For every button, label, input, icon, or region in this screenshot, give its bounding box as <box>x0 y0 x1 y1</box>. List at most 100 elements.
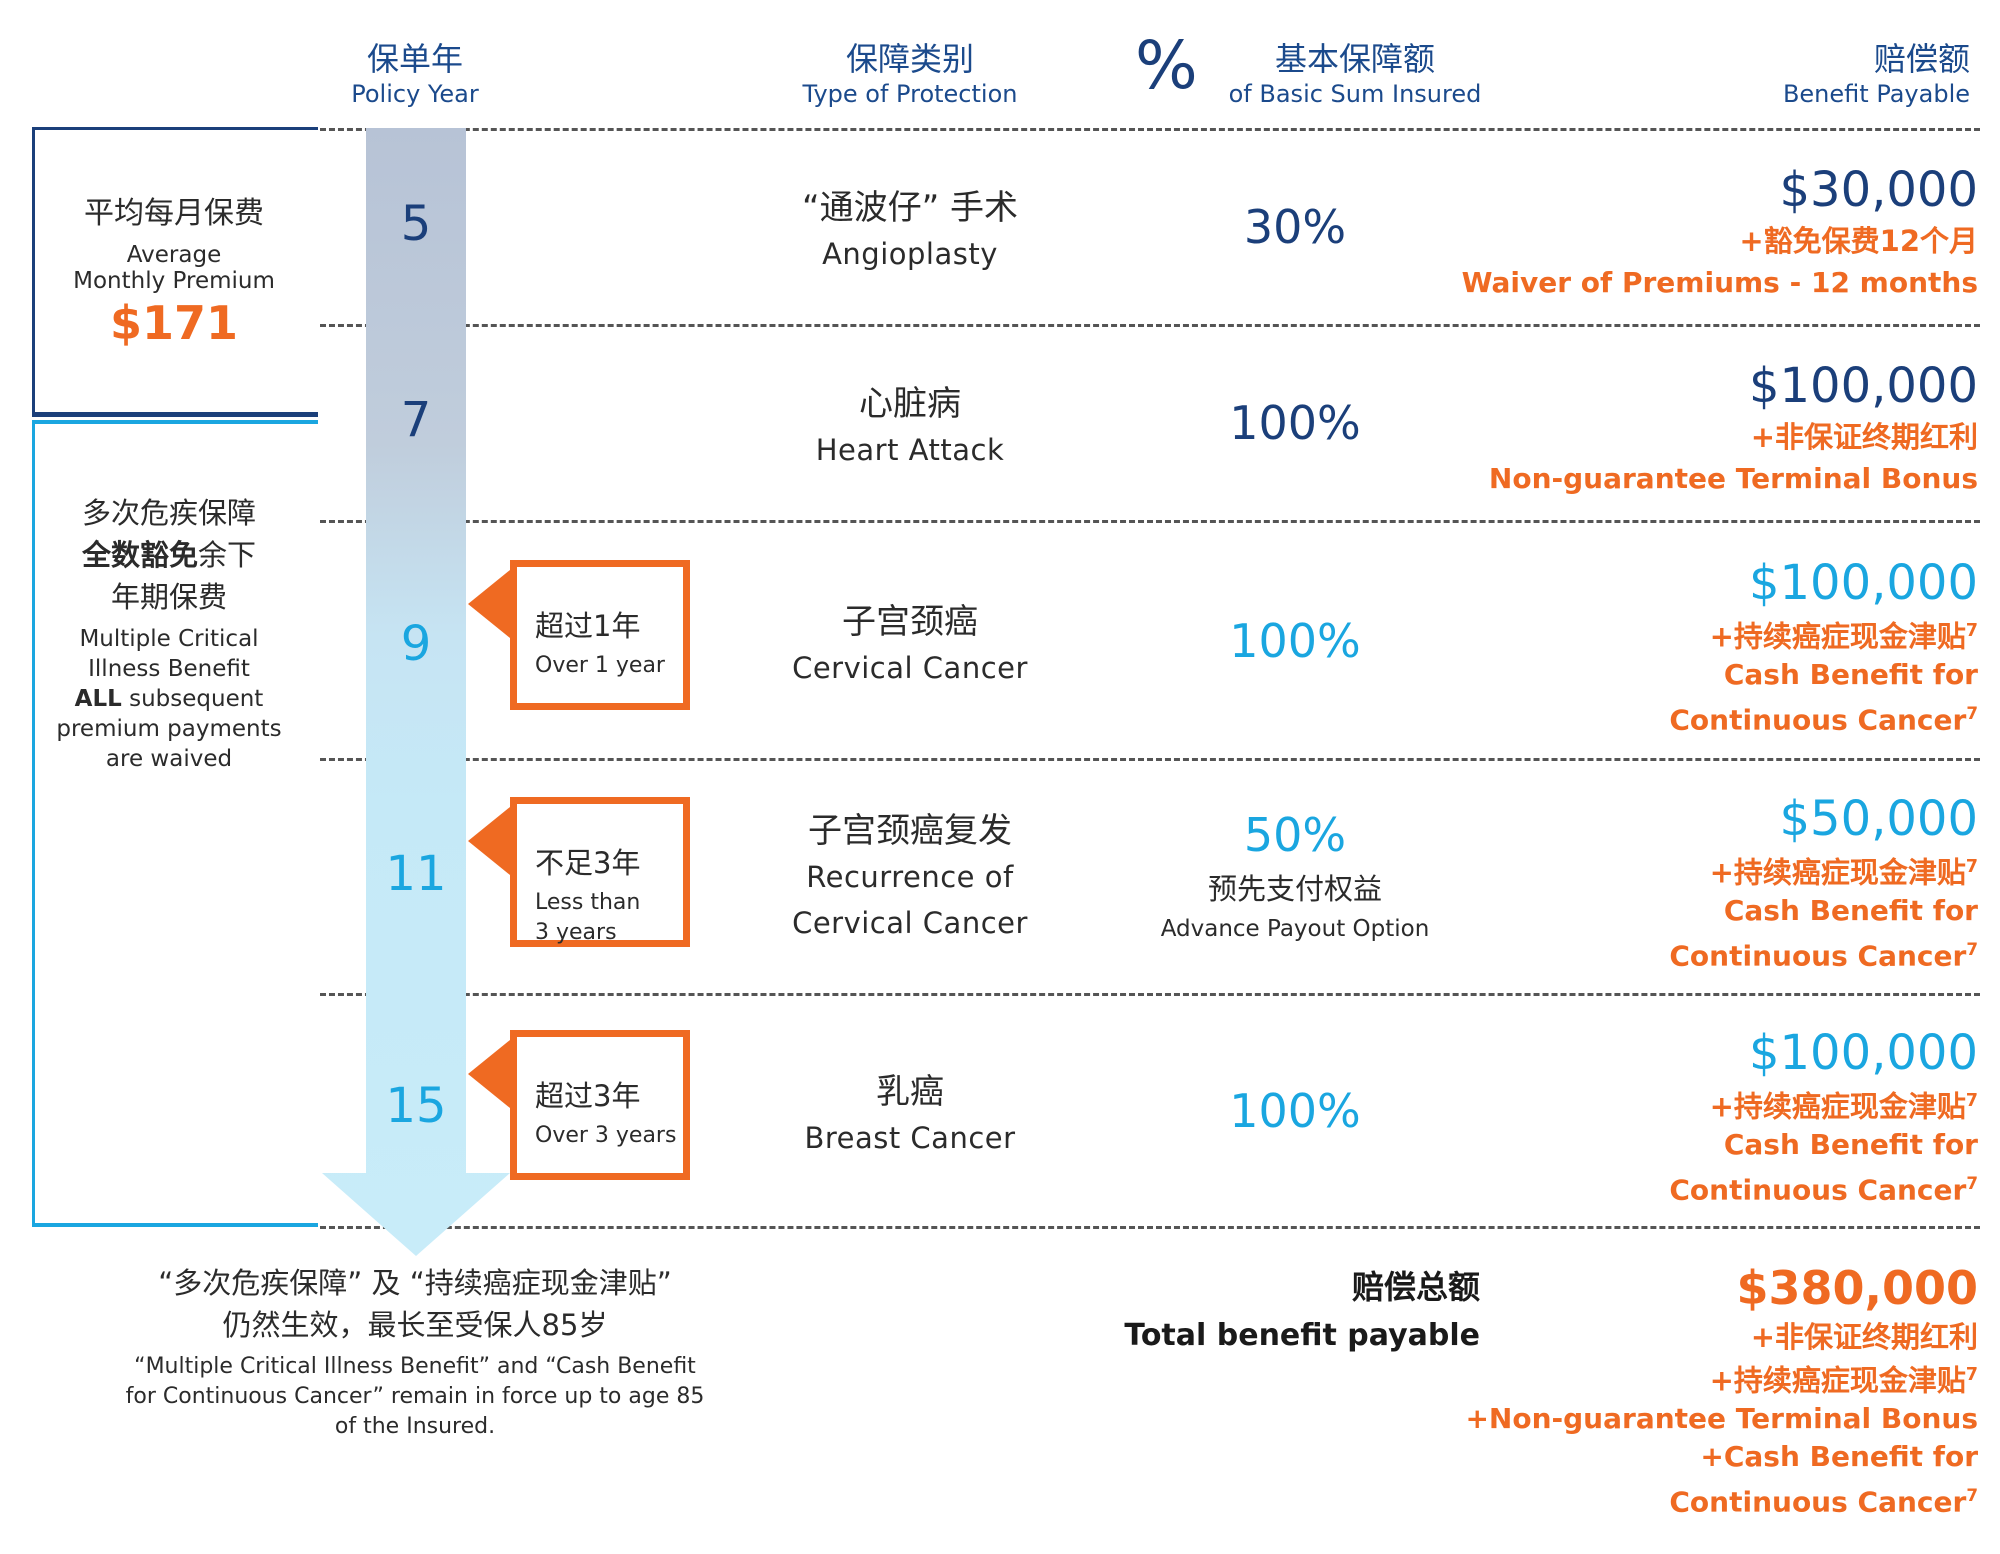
total-line-3: +Non-guarantee Terminal Bonus <box>1465 1401 1978 1435</box>
timeline-arrow <box>322 128 510 1256</box>
type-row-1: “通波仔” 手术 Angioplasty <box>740 180 1080 271</box>
separator-line <box>320 128 1980 131</box>
pct-row-1: 30% <box>1243 200 1347 254</box>
benefit-extra-sup: 7 <box>1966 702 1978 723</box>
benefit-amount: $30,000 <box>1779 162 1979 218</box>
total-benefit: $380,000 +非保证终期红利 +持续癌症现金津贴7 +Non-guaran… <box>1380 1258 1978 1521</box>
total-line-5: Continuous Cancer <box>1669 1484 1967 1518</box>
waiver-en-3: ALL subsequent <box>34 684 304 714</box>
benefit-row-4: $50,000 +持续癌症现金津贴7 Cash Benefit for Cont… <box>1380 790 1978 975</box>
benefit-row-5: $100,000 +持续癌症现金津贴7 Cash Benefit for Con… <box>1380 1024 1978 1209</box>
premium-en-1: Average <box>126 242 222 268</box>
total-line-2: +持续癌症现金津贴 <box>1709 1363 1966 1398</box>
type-en-1: Recurrence of <box>806 860 1014 894</box>
benefit-row-3: $100,000 +持续癌症现金津贴7 Cash Benefit for Con… <box>1380 554 1978 739</box>
pct-en: Advance Payout Option <box>1160 916 1430 942</box>
pct-value: 50% <box>1243 808 1347 862</box>
benefit-extra-sup: 7 <box>1966 938 1978 959</box>
premium-box <box>32 127 318 417</box>
type-row-3: 子宫颈癌 Cervical Cancer <box>740 594 1080 685</box>
percent-symbol: % <box>1135 27 1198 104</box>
header-policy-year-en: Policy Year <box>351 80 479 108</box>
header-type-en: Type of Protection <box>802 80 1018 108</box>
badge-en: Less than 3 years <box>535 888 640 948</box>
badge-zh: 超过3年 <box>535 1079 641 1113</box>
type-zh: 子宫颈癌复发 <box>808 811 1012 851</box>
year-9: 9 <box>400 616 432 672</box>
pct-row-3: 100% <box>1229 614 1361 668</box>
footnote-zh-2: 仍然生效，最长至受保人85岁 <box>222 1308 608 1342</box>
benefit-extra-en: Waiver of Premiums - 12 months <box>1461 266 1978 299</box>
waiver-zh-3: 年期保费 <box>110 580 227 614</box>
benefit-amount: $100,000 <box>1748 1025 1978 1081</box>
badge-less-than-3-years: 不足3年 Less than 3 years <box>510 797 690 947</box>
header-sum-en: of Basic Sum Insured <box>1228 80 1482 108</box>
badge-en: Over 3 years <box>535 1123 677 1148</box>
waiver-zh-1: 多次危疾保障 <box>81 496 256 530</box>
waiver-zh-2: 全数豁免余下 <box>34 534 304 576</box>
badge-en: Over 1 year <box>535 653 665 678</box>
benefit-extra-en: Non-guarantee Terminal Bonus <box>1488 462 1978 495</box>
benefit-extra-zh: +持续癌症现金津贴 <box>1709 619 1966 654</box>
waiver-en-5: are waived <box>105 746 233 772</box>
separator-line <box>320 324 1980 327</box>
header-benefit: 赔偿额 Benefit Payable <box>1650 34 1970 108</box>
type-row-4: 子宫颈癌复发 Recurrence of Cervical Cancer <box>740 808 1080 946</box>
pct-row-4: 50% 预先支付权益 Advance Payout Option <box>1130 808 1460 942</box>
pct-row-5: 100% <box>1229 1084 1361 1138</box>
type-en-2: Cervical Cancer <box>792 906 1028 940</box>
type-row-5: 乳癌 Breast Cancer <box>740 1064 1080 1155</box>
badge-en-2: 3 years <box>535 920 617 945</box>
footnote: “多次危疾保障” 及 “持续癌症现金津贴” 仍然生效，最长至受保人85岁 “Mu… <box>100 1262 730 1442</box>
premium-zh: 平均每月保费 <box>84 196 264 231</box>
pct-zh: 预先支付权益 <box>1207 872 1382 906</box>
badge-en-1: Less than <box>535 890 641 915</box>
type-zh: “通波仔” 手术 <box>801 188 1019 228</box>
footnote-en-1: “Multiple Critical Illness Benefit” and … <box>134 1354 696 1379</box>
type-en: Cervical Cancer <box>792 651 1028 685</box>
header-type-zh: 保障类别 <box>845 40 974 78</box>
waiver-content: 多次危疾保障 全数豁免余下 年期保费 Multiple Critical Ill… <box>34 492 304 774</box>
benefit-extra-en-2: Continuous Cancer <box>1669 702 1967 736</box>
benefit-amount: $50,000 <box>1779 791 1979 847</box>
benefit-amount: $100,000 <box>1748 358 1978 414</box>
year-11: 11 <box>385 846 447 902</box>
benefit-extra-en-1: Cash Benefit for <box>1723 1127 1978 1161</box>
total-label-en: Total benefit payable <box>1124 1318 1480 1353</box>
type-zh: 子宫颈癌 <box>842 602 978 642</box>
badge-zh: 超过1年 <box>535 609 641 643</box>
benefit-amount: $100,000 <box>1748 555 1978 611</box>
waiver-zh-2-bold: 全数豁免 <box>81 538 198 572</box>
benefit-extra-en-2: Continuous Cancer <box>1669 938 1967 972</box>
badge-over-1-year: 超过1年 Over 1 year <box>510 560 690 710</box>
year-15: 15 <box>385 1078 447 1134</box>
badge-pointer <box>468 570 510 638</box>
type-zh: 乳癌 <box>876 1072 944 1112</box>
total-label: 赔偿总额 Total benefit payable <box>1060 1262 1480 1353</box>
waiver-en-2: Illness Benefit <box>88 656 250 682</box>
separator-line <box>320 520 1980 523</box>
separator-line <box>320 758 1980 761</box>
total-line-4: +Cash Benefit for <box>1700 1439 1978 1473</box>
header-policy-year-zh: 保单年 <box>366 40 463 78</box>
waiver-box <box>32 420 318 1227</box>
benefit-extra-zh: +非保证终期红利 <box>1750 420 1978 454</box>
premium-en-2: Monthly Premium <box>73 268 275 294</box>
total-line-2-sup: 7 <box>1965 1365 1978 1385</box>
type-row-2: 心脏病 Heart Attack <box>740 376 1080 467</box>
benefit-row-1: $30,000 +豁免保费12个月 Waiver of Premiums - 1… <box>1380 162 1978 299</box>
type-en: Heart Attack <box>815 433 1005 467</box>
pct-row-2: 100% <box>1229 396 1361 450</box>
benefit-extra-sup: 7 <box>1965 857 1978 877</box>
benefit-extra-en-2: Continuous Cancer <box>1669 1172 1967 1206</box>
waiver-zh-2-rest: 余下 <box>198 538 257 572</box>
year-7: 7 <box>400 392 432 448</box>
badge-zh: 不足3年 <box>535 846 641 880</box>
footnote-zh-1: “多次危疾保障” 及 “持续癌症现金津贴” <box>158 1266 672 1300</box>
benefit-extra-zh: +持续癌症现金津贴 <box>1709 855 1966 890</box>
premium-amount: $171 <box>109 296 239 350</box>
badge-pointer <box>468 807 510 875</box>
type-zh: 心脏病 <box>859 384 961 424</box>
footnote-en-3: of the Insured. <box>334 1414 496 1439</box>
waiver-en-1: Multiple Critical <box>79 626 259 652</box>
